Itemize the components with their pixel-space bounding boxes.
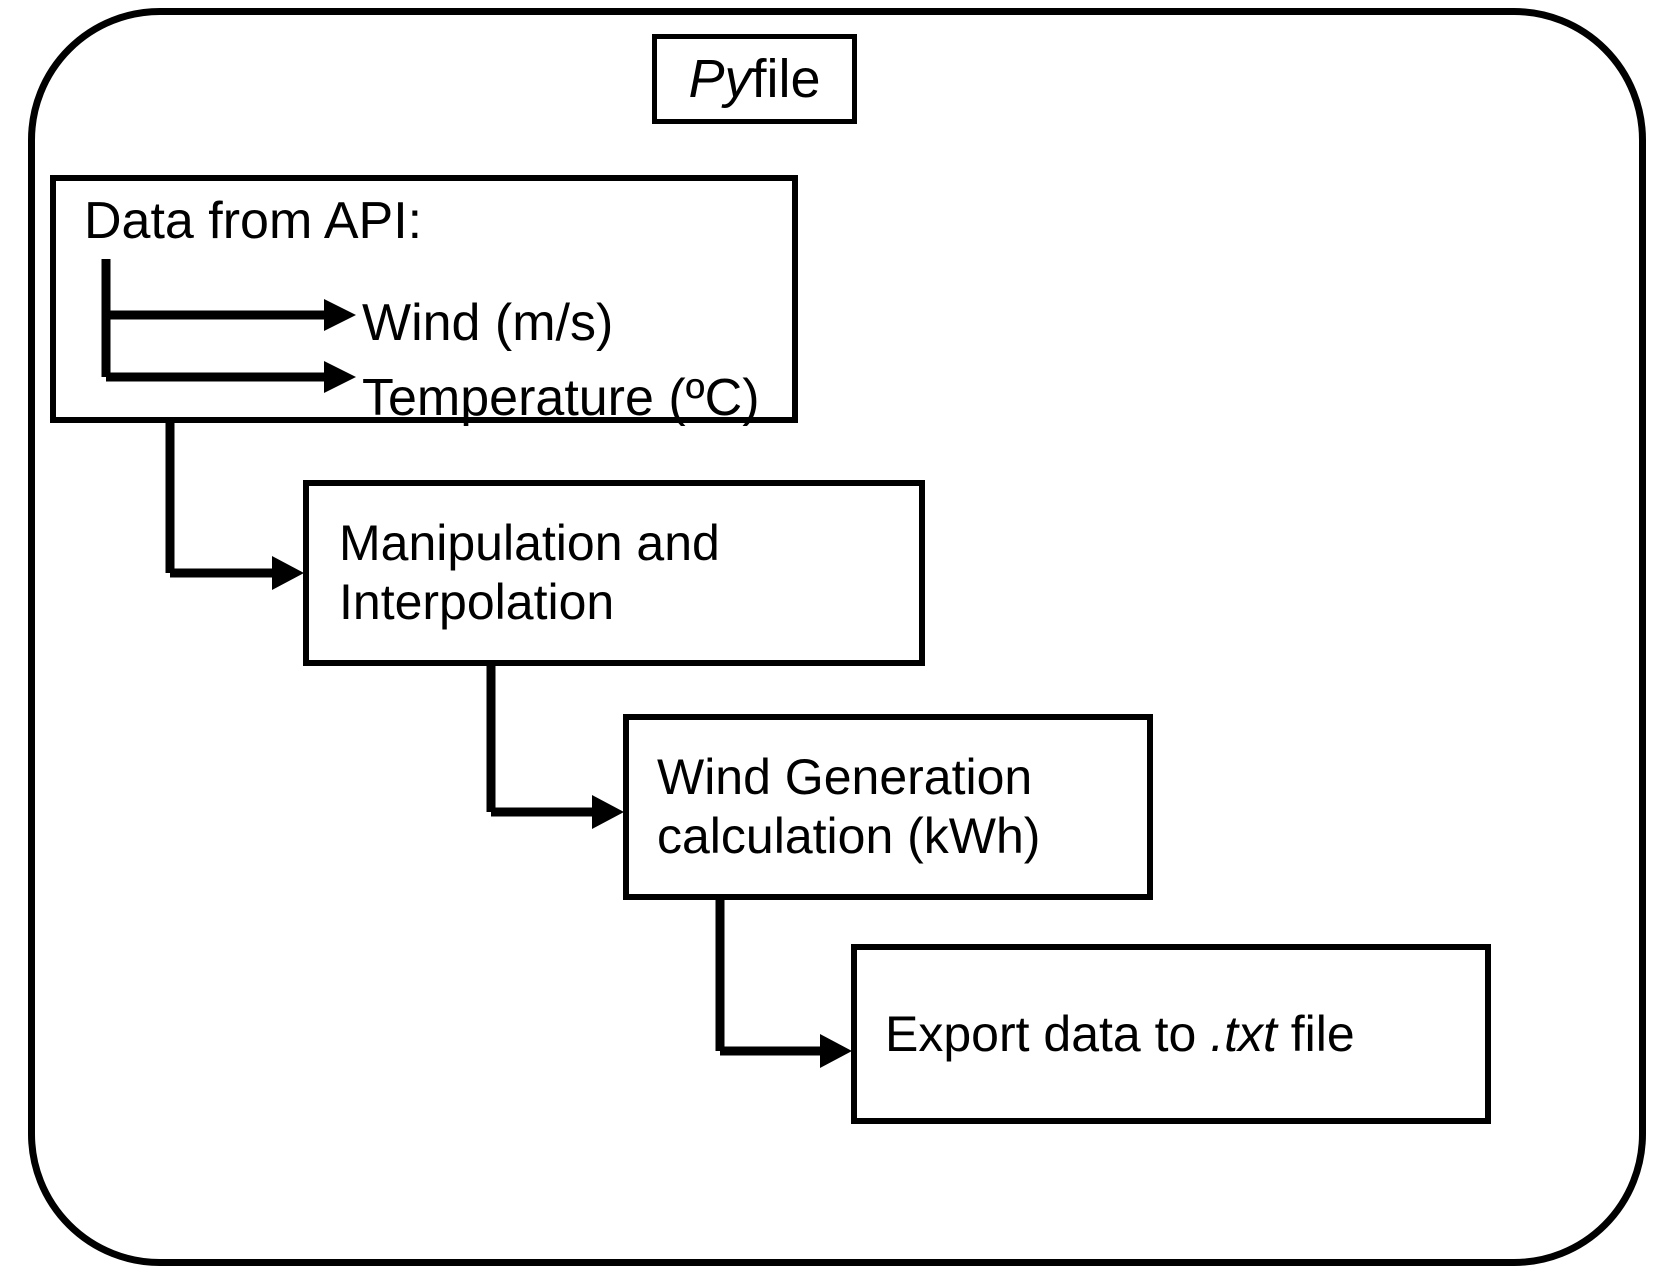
node-wind-generation-calculation: Wind Generation calculation (kWh) xyxy=(623,714,1153,900)
node-export-data: Export data to .txt file xyxy=(851,944,1491,1124)
node-data-from-api: Data from API: Wind (m/s) Temperature (º… xyxy=(50,175,798,427)
node-export-emphasis: .txt xyxy=(1210,1005,1277,1062)
py-file-container xyxy=(28,8,1646,1266)
node-windgen-line-2: calculation (kWh) xyxy=(657,808,1041,864)
api-child-wind: Wind (m/s) xyxy=(362,294,614,352)
api-tree-connector xyxy=(101,259,356,393)
node-manipulation-line-1: Manipulation and xyxy=(339,515,720,571)
node-export-prefix: Export data to xyxy=(885,1005,1211,1062)
node-manipulation-and-interpolation: Manipulation and Interpolation xyxy=(303,480,925,666)
api-children-tree: Wind (m/s) Temperature (ºC) xyxy=(84,253,792,427)
diagram-title-emphasis: Py xyxy=(688,49,752,109)
diagram-title-rest: file xyxy=(751,49,821,109)
node-windgen-line-1: Wind Generation xyxy=(657,749,1033,805)
node-export-suffix: file xyxy=(1276,1005,1355,1062)
node-manipulation-line-2: Interpolation xyxy=(339,574,615,630)
api-child-temperature: Temperature (ºC) xyxy=(362,369,760,427)
node-export-line: Export data to .txt file xyxy=(885,1005,1485,1064)
node-data-from-api-header: Data from API: xyxy=(84,192,423,250)
diagram-title: Py file xyxy=(652,34,857,124)
